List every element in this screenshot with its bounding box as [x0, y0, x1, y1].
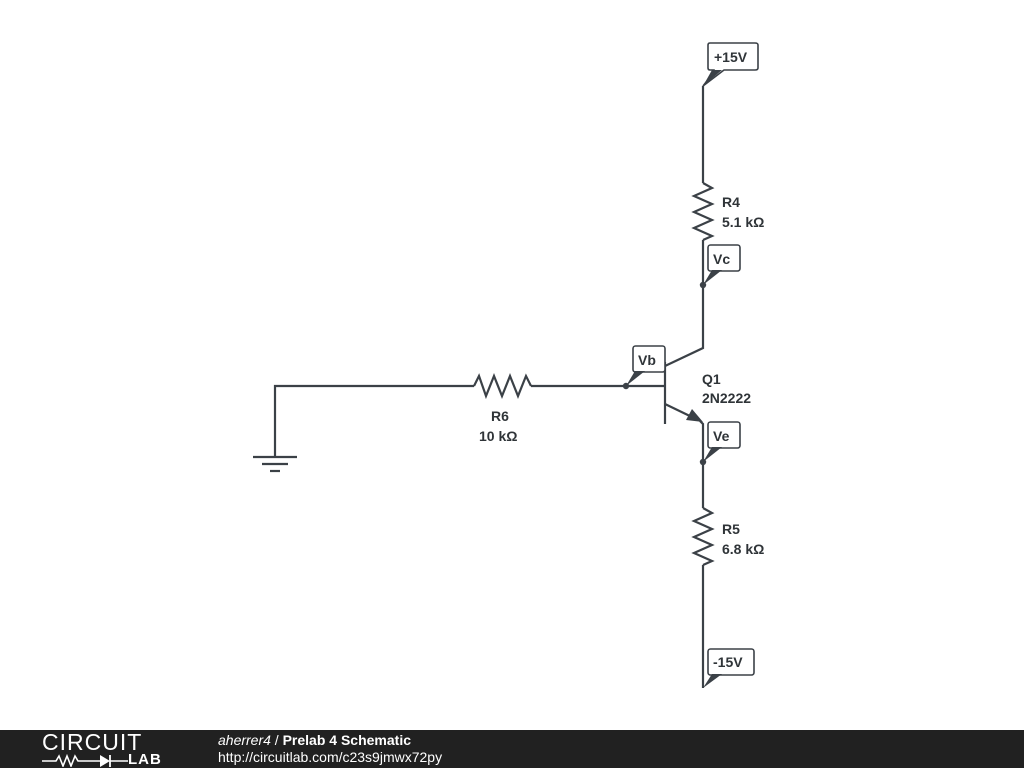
q1-name-label: Q1	[702, 371, 721, 387]
q1-value-label: 2N2222	[702, 390, 751, 406]
r6-value-label: 10 kΩ	[479, 428, 517, 444]
circuitlab-logo[interactable]: CIRCUIT LAB	[42, 731, 178, 767]
footer-url-line: http://circuitlab.com/c23s9jmwx72py	[218, 749, 442, 766]
wire-ground-r6	[273, 384, 474, 456]
flag-vc-label: Vc	[713, 251, 730, 267]
footer-info: aherrer4 / Prelab 4 Schematic http://cir…	[218, 732, 442, 766]
flag-vminus-label: -15V	[713, 654, 743, 670]
author-name[interactable]: aherrer4	[218, 732, 271, 748]
r4-value-label: 5.1 kΩ	[722, 214, 764, 230]
resistor-r5[interactable]	[691, 507, 715, 567]
flag-vplus-label: +15V	[714, 49, 748, 65]
r5-name-label: R5	[722, 521, 740, 537]
resistor-r6[interactable]	[473, 373, 532, 400]
flag-vb-label: Vb	[638, 352, 656, 368]
flag-vplus[interactable]: +15V	[702, 42, 759, 87]
schematic-url-link[interactable]: http://circuitlab.com/c23s9jmwx72py	[218, 749, 443, 765]
schematic-title: Prelab 4 Schematic	[282, 732, 411, 748]
r6-name-label: R6	[491, 408, 509, 424]
footer-bar: CIRCUIT LAB aherrer4 / Prelab 4 Schemati…	[0, 730, 1024, 768]
flag-vb[interactable]: Vb	[626, 345, 666, 386]
logo-wordmark-top: CIRCUIT	[42, 730, 143, 755]
wire-emitter-r5	[699, 420, 705, 508]
flag-vminus[interactable]: -15V	[703, 648, 755, 688]
title-separator: /	[270, 732, 283, 748]
r5-value-label: 6.8 kΩ	[722, 541, 764, 557]
flag-ve-label: Ve	[713, 428, 730, 444]
resistor-r4[interactable]	[691, 182, 715, 242]
transistor-q1[interactable]	[663, 362, 703, 424]
flag-vc[interactable]: Vc	[703, 244, 741, 285]
footer-title-line: aherrer4 / Prelab 4 Schematic	[218, 732, 442, 749]
logo-circuit-icon	[42, 753, 128, 767]
wire-r4-collector	[664, 240, 705, 367]
schematic-canvas: +15V Vc Vb Ve -15V R4 5.1 kΩ R5 6.8 kΩ R…	[253, 42, 764, 688]
r4-name-label: R4	[722, 194, 740, 210]
ground-symbol[interactable]	[253, 455, 297, 473]
logo-wordmark-bottom: LAB	[128, 751, 162, 768]
flag-ve[interactable]: Ve	[703, 421, 741, 462]
